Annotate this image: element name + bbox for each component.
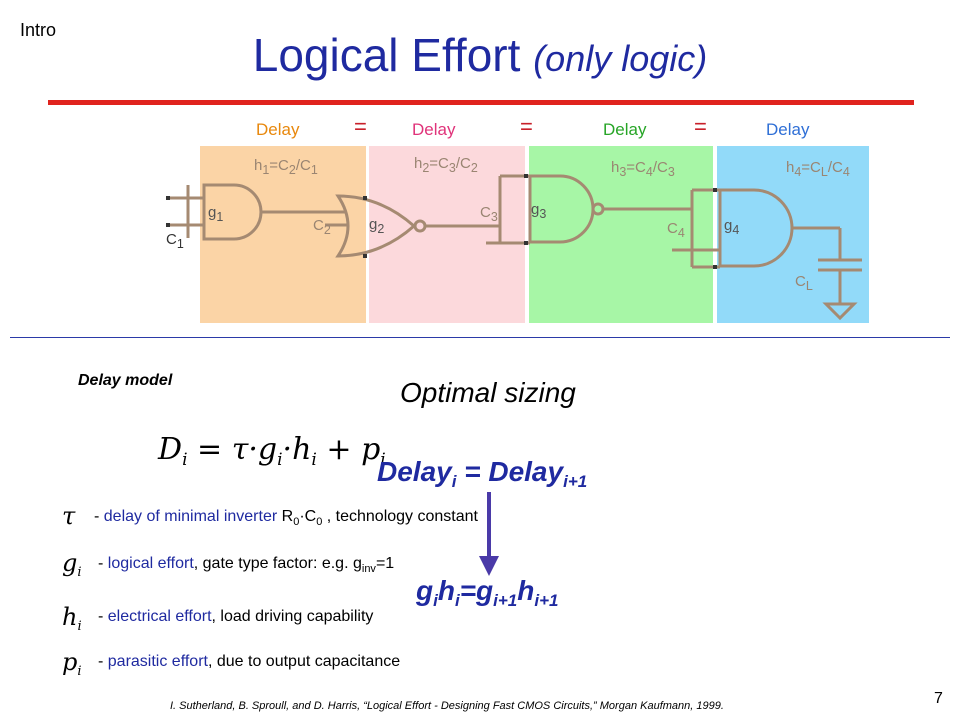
gate-4-label: g4 (724, 217, 740, 237)
cap-4-label: C4 (667, 220, 685, 240)
term-tau-symbol: τ (62, 502, 76, 530)
delay-label-2: Delay (412, 120, 456, 139)
title-suffix: (only logic) (533, 38, 708, 79)
title-main: Logical Effort (252, 29, 521, 81)
gate-1-label: g1 (208, 204, 224, 224)
citation: I. Sutherland, B. Sproull, and D. Harris… (170, 700, 724, 712)
stage-2-h-label: h2=C3/C2 (414, 155, 478, 175)
delay-model-heading: Delay model (78, 372, 173, 389)
delay-formula: Di = τ·gi·hi + pi (158, 432, 386, 470)
slide-title: Logical Effort (only logic) (0, 28, 960, 82)
term-h-symbol: hi (62, 603, 82, 634)
equals-1: = (354, 114, 367, 139)
delay-equality: Delayi = Delayi+1 (377, 456, 588, 491)
stage-4-h-label: h4=CL/C4 (786, 159, 850, 179)
cap-load-label: CL (795, 273, 813, 293)
delay-label-4: Delay (766, 120, 810, 139)
term-p-symbol: pi (62, 648, 82, 679)
term-h-desc: - electrical effort, load driving capabi… (98, 608, 374, 625)
optimal-sizing-heading: Optimal sizing (400, 377, 576, 408)
gate-3-label: g3 (531, 201, 547, 221)
input-cap-label: C1 (166, 231, 184, 251)
cap-2-label: C2 (313, 217, 331, 237)
gh-equality: gihi=gi+1hi+1 (416, 575, 559, 610)
delay-label-1: Delay (256, 120, 300, 139)
title-underline (48, 100, 914, 105)
equals-2: = (520, 114, 533, 139)
logic-chain-diagram (166, 146, 869, 323)
delay-label-3: Delay (603, 120, 647, 139)
term-p-desc: - parasitic effort, due to output capaci… (98, 653, 401, 670)
equals-3: = (694, 114, 707, 139)
stage-3-h-label: h3=C4/C3 (611, 159, 675, 179)
term-g-desc: - logical effort, gate type factor: e.g.… (98, 555, 395, 576)
section-tag: Intro (20, 20, 57, 40)
section-divider (10, 337, 950, 338)
stage-1-h-label: h1=C2/C1 (254, 157, 318, 177)
down-arrow-icon (479, 492, 499, 576)
term-g-symbol: gi (62, 549, 82, 580)
connection-dots (166, 174, 717, 269)
stage-1-region (200, 146, 366, 323)
term-tau-desc: - delay of minimal inverter R0·C0 , tech… (94, 508, 478, 529)
page-number: 7 (934, 690, 943, 707)
cap-3-label: C3 (480, 204, 498, 224)
gate-2-label: g2 (369, 216, 385, 236)
